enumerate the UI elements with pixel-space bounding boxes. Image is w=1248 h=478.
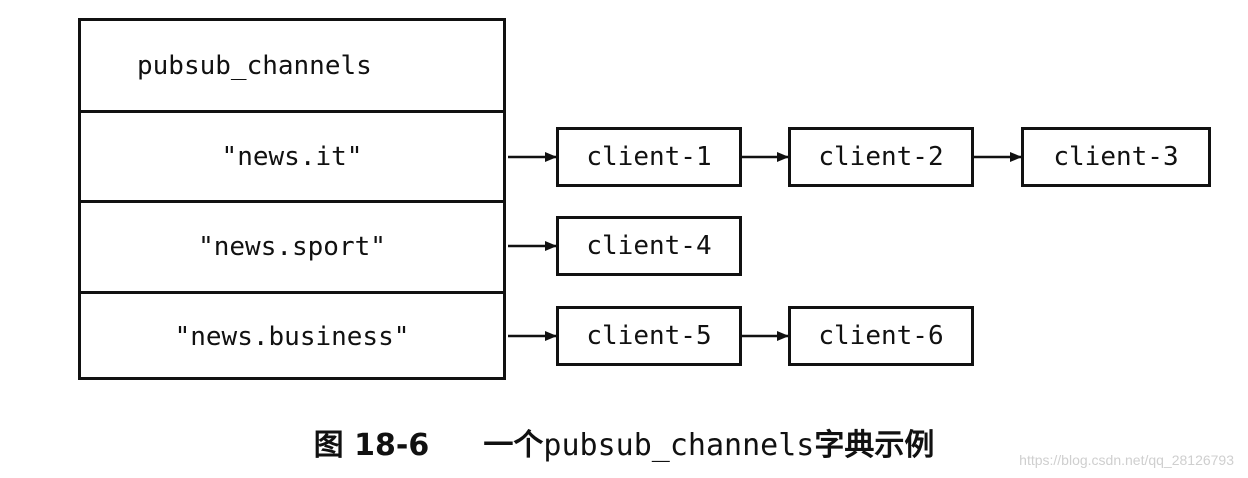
client-6-node: client-6 (788, 306, 974, 366)
caption-prefix: 一个 (483, 428, 544, 463)
watermark-text: https://blog.csdn.net/qq_28126793 (1019, 452, 1234, 468)
caption-figure-number: 图 18-6 (313, 428, 430, 463)
caption-code: pubsub_channels (543, 428, 815, 463)
client-5-node: client-5 (556, 306, 742, 366)
pubsub-channels-dict: pubsub_channels "news.it" "news.sport" "… (78, 18, 506, 380)
dict-name: pubsub_channels (137, 50, 372, 81)
client-2-node: client-2 (788, 127, 974, 187)
caption-suffix: 字典示例 (814, 428, 935, 463)
client-4-node: client-4 (556, 216, 742, 276)
dict-key-news-business: "news.business" (81, 291, 503, 380)
dict-key-news-it: "news.it" (81, 110, 503, 200)
figure-caption: 图 18-6 一个pubsub_channels字典示例 (0, 420, 1248, 464)
client-1-node: client-1 (556, 127, 742, 187)
dict-key-news-sport: "news.sport" (81, 200, 503, 291)
client-3-node: client-3 (1021, 127, 1211, 187)
